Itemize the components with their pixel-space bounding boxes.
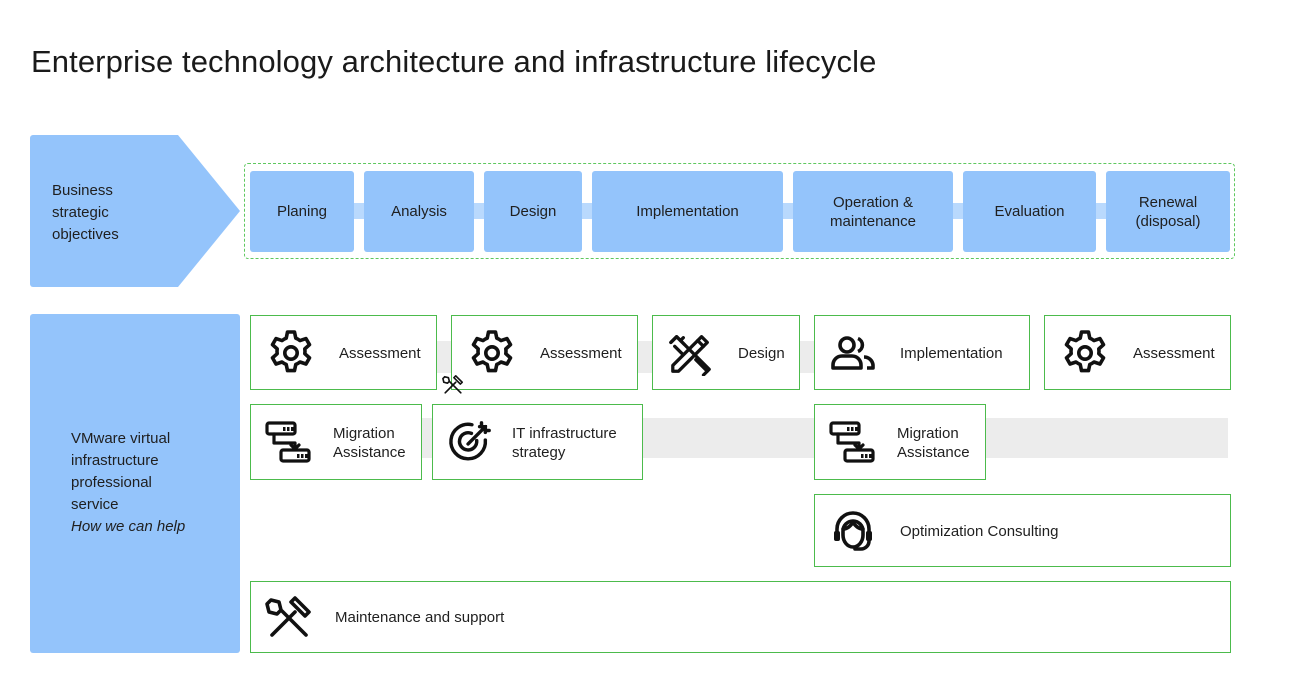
help-subtitle: How we can help [71, 518, 186, 535]
tools-icon [442, 374, 464, 396]
objectives-box [30, 135, 178, 287]
service-card-optimization: Optimization Consulting [814, 494, 1231, 567]
migration-icon [828, 419, 876, 467]
people-icon [829, 330, 877, 378]
migration-icon [264, 419, 312, 467]
stage-implementation: Implementation [592, 171, 783, 252]
headset-icon [829, 507, 877, 555]
stage-analysis: Analysis [364, 171, 474, 252]
service-card-it-strategy: IT infrastructure strategy [432, 404, 643, 480]
gear-icon [468, 329, 516, 377]
service-card-assessment-2: Assessment [451, 315, 638, 390]
service-card-migration-1: Migration Assistance [250, 404, 422, 480]
lifecycle-frame [244, 163, 1235, 259]
stage-planing: Planing [250, 171, 354, 252]
help-box [30, 314, 240, 653]
target-icon [447, 419, 493, 465]
service-card-assessment-3: Assessment [1044, 315, 1231, 390]
gear-icon [1061, 329, 1109, 377]
service-card-design: Design [652, 315, 800, 390]
objectives-label: Business strategic objectives [52, 182, 119, 243]
stage-operation-maintenance: Operation & maintenance [793, 171, 953, 252]
service-card-assessment-1: Assessment [250, 315, 437, 390]
help-label: VMware virtual infrastructure profession… [71, 428, 236, 538]
service-card-maintenance: Maintenance and support [250, 581, 1231, 653]
pencil-ruler-icon [668, 330, 714, 376]
gear-icon [267, 329, 315, 377]
page-title: Enterprise technology architecture and i… [31, 44, 877, 79]
stage-evaluation: Evaluation [963, 171, 1096, 252]
service-card-implementation: Implementation [814, 315, 1030, 390]
stage-renewal: Renewal (disposal) [1106, 171, 1230, 252]
stage-design: Design [484, 171, 582, 252]
service-card-migration-2: Migration Assistance [814, 404, 986, 480]
tools-icon [265, 594, 313, 642]
objectives-arrow [178, 135, 240, 287]
